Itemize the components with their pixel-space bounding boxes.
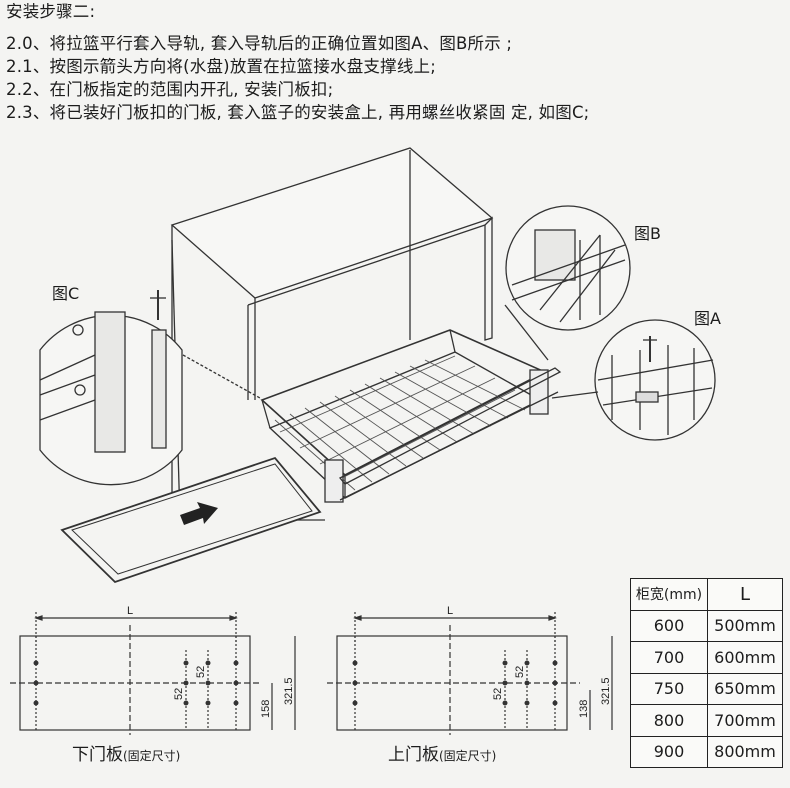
upper-door-holes [352,660,558,706]
table-row: 600 500mm [630,609,783,642]
step-2-3: 2.3、将已装好门板扣的门板, 套入篮子的安装盒上, 再用螺丝收紧固 定, 如图… [6,103,590,122]
lower-dim-321: 321.5 [283,677,295,705]
cell-l: 500mm [707,609,783,642]
cell-width: 750 [630,672,708,705]
figure-a-label: 图A [694,309,721,328]
cell-l: 700mm [707,704,783,737]
upper-dim-138: 138 [578,700,590,718]
figure-c-label: 图C [52,284,80,303]
arrow-icon [180,502,218,525]
header-l: L [707,578,783,611]
detail-a-drawing [594,319,716,441]
lower-dim-158: 158 [260,700,272,718]
detail-b-drawing [505,205,631,331]
lower-dim-52a: 52 [195,666,207,678]
cell-width: 700 [630,641,708,674]
size-table: 柜宽(mm) L 600 500mm 700 600mm 750 650mm 8… [630,578,783,768]
table-row: 800 700mm [630,704,783,737]
upper-dim-l: L [447,605,453,617]
cell-width: 900 [630,735,708,768]
step-2-2: 2.2、在门板指定的范围内开孔, 安装门板扣; [6,80,334,99]
lower-door-drawing [10,612,296,735]
lower-dim-52b: 52 [173,688,185,700]
step-2-1: 2.1、按图示箭头方向将(水盘)放置在拉篮接水盘支撑线上; [6,57,436,76]
lower-dim-l: L [127,605,133,617]
figure-b-label: 图B [634,224,661,243]
upper-door-caption: 上门板(固定尺寸) [388,745,497,765]
upper-door-drawing [327,612,613,735]
upper-dim-52b: 52 [492,688,504,700]
lower-door-caption: 下门板(固定尺寸) [72,745,181,765]
upper-dim-52a: 52 [514,666,526,678]
cell-width: 800 [630,704,708,737]
instructions-heading: 安装步骤二: [6,2,96,21]
table-row: 900 800mm [630,735,783,768]
basket-drawing [260,329,562,503]
upper-dim-321: 321.5 [600,677,612,705]
step-2-0: 2.0、将拉篮平行套入导轨, 套入导轨后的正确位置如图A、图B所示 ; [6,34,513,53]
table-row: 750 650mm [630,672,783,705]
lower-door-holes [33,660,239,706]
cell-l: 650mm [707,672,783,705]
header-cabinet-width: 柜宽(mm) [630,578,708,611]
cell-l: 800mm [707,735,783,768]
cell-width: 600 [630,609,708,642]
table-row: 700 600mm [630,641,783,674]
detail-c-drawing [39,290,183,486]
cell-l: 600mm [707,641,783,674]
table-header-row: 柜宽(mm) L [630,578,783,611]
